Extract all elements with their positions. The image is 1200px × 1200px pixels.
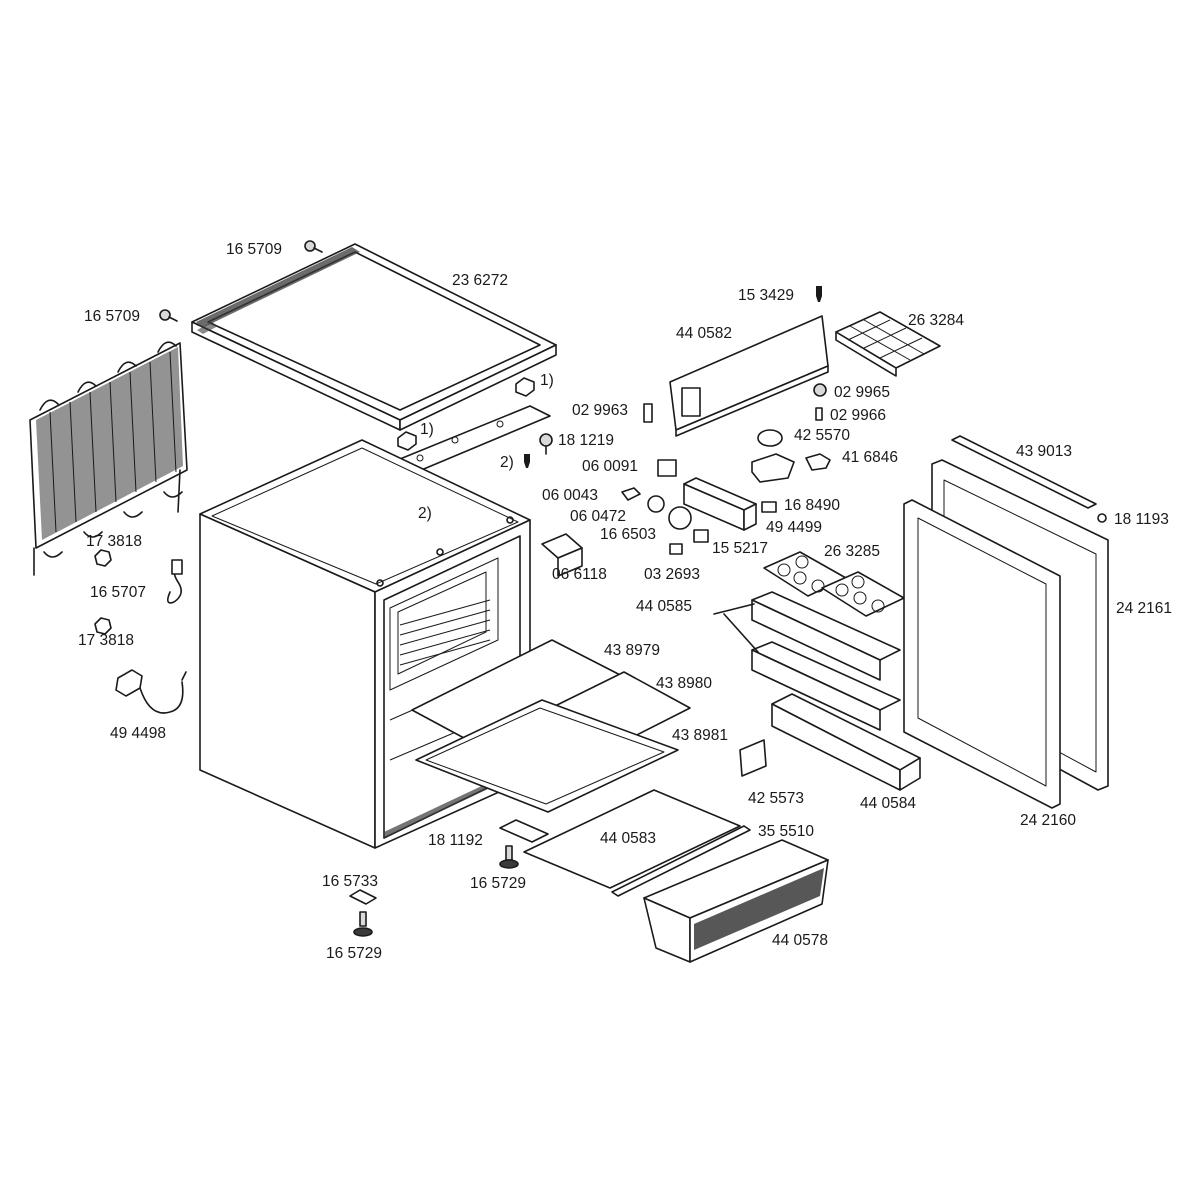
label-166503: 16 6503 [600, 526, 656, 543]
part-labels: 16 5709 23 6272 16 5709 1) 1) 18 1219 2)… [78, 241, 1172, 962]
rail-355510 [611, 825, 751, 897]
label-494498: 49 4498 [110, 725, 166, 742]
label-236272: 23 6272 [452, 272, 508, 289]
thermostat-housing-494499 [683, 477, 757, 531]
label-439013: 43 9013 [1016, 443, 1072, 460]
label-029963: 02 9963 [572, 402, 628, 419]
part-168490 [761, 501, 777, 513]
label-168490: 16 8490 [784, 497, 840, 514]
label-438981: 43 8981 [672, 727, 728, 744]
hinge-cap-1b [397, 431, 417, 451]
shelf-438981 [415, 699, 679, 813]
label-438980: 43 8980 [656, 675, 712, 692]
condenser-coil [29, 341, 188, 576]
label-355510: 35 5510 [758, 823, 814, 840]
label-494499: 49 4499 [766, 519, 822, 536]
bracket-181192 [499, 819, 549, 843]
foot-165729-a [499, 845, 519, 869]
top-panel [191, 243, 557, 431]
label-440582: 44 0582 [676, 325, 732, 342]
label-153429: 15 3429 [738, 287, 794, 304]
foot-165729-b [353, 911, 373, 937]
label-440578: 44 0578 [772, 932, 828, 949]
door-seal-439013 [951, 435, 1097, 509]
egg-tray-263285 [763, 551, 905, 617]
part-060091 [657, 459, 677, 477]
label-425573: 42 5573 [748, 790, 804, 807]
label-440583: 44 0583 [600, 830, 656, 847]
label-060043: 06 0043 [542, 487, 598, 504]
freezer-door-440582 [669, 315, 829, 437]
label-060472: 06 0472 [570, 508, 626, 525]
door-gasket-242160 [903, 499, 1061, 809]
screw-181193 [1097, 513, 1107, 523]
screw-181219 [539, 433, 553, 455]
label-165709-left: 16 5709 [84, 308, 140, 325]
label-165707: 16 5707 [90, 584, 146, 601]
part-060472 [647, 495, 665, 513]
power-cord-494498 [115, 669, 187, 714]
part-060043 [621, 487, 641, 501]
bracket-416846 [751, 453, 831, 483]
label-416846: 41 6846 [842, 449, 898, 466]
label-440585: 44 0585 [636, 598, 692, 615]
door-shelf-440585 [751, 591, 901, 731]
hinge-cap-1a [515, 377, 535, 397]
screw-left [159, 309, 178, 322]
cabinet [199, 439, 531, 849]
label-029966: 02 9966 [830, 407, 886, 424]
part-029963 [643, 403, 653, 423]
label-440584: 44 0584 [860, 795, 916, 812]
clip-173818-a [94, 549, 112, 567]
label-155217: 15 5217 [712, 540, 768, 557]
label-181192: 18 1192 [428, 832, 483, 849]
label-263284: 26 3284 [908, 312, 964, 329]
part-032693 [669, 543, 683, 555]
label-165729-b: 16 5729 [326, 945, 382, 962]
label-029965: 02 9965 [834, 384, 890, 401]
label-165733: 16 5733 [322, 873, 378, 890]
label-note-2b: 2) [418, 505, 432, 522]
label-066118: 06 6118 [552, 566, 607, 583]
label-242161: 24 2161 [1116, 600, 1172, 617]
label-173818-a: 17 3818 [86, 533, 142, 550]
part-029966 [815, 407, 823, 421]
label-173818-b: 17 3818 [78, 632, 134, 649]
label-438979: 43 8979 [604, 642, 660, 659]
glass-plate-440583 [523, 789, 741, 889]
bracket-165733 [349, 889, 377, 905]
ice-tray-263284 [835, 311, 941, 377]
pin-153429 [816, 286, 822, 302]
part-155217 [693, 529, 709, 543]
clip-425573 [739, 739, 767, 777]
label-032693: 03 2693 [644, 566, 700, 583]
screw-2a [524, 454, 530, 468]
label-242160: 24 2160 [1020, 812, 1076, 829]
cable-165707 [166, 559, 183, 604]
gasket-425570 [757, 429, 783, 447]
label-425570: 42 5570 [794, 427, 850, 444]
label-263285: 26 3285 [824, 543, 880, 560]
bottle-shelf-440584 [771, 693, 921, 791]
screw-top [304, 240, 323, 253]
label-181193: 18 1193 [1114, 511, 1169, 528]
bracket-066118 [541, 533, 583, 577]
label-060091: 06 0091 [582, 458, 638, 475]
crisper-drawer-440578 [643, 839, 829, 963]
clip-173818-b [94, 617, 112, 635]
label-181219: 18 1219 [558, 432, 614, 449]
label-note-2a: 2) [500, 454, 514, 471]
knob-166503 [668, 506, 692, 530]
label-note-1a: 1) [540, 372, 554, 389]
label-165709-top: 16 5709 [226, 241, 282, 258]
part-029965 [813, 383, 827, 397]
label-note-1b: 1) [420, 421, 434, 438]
leader-440585 [713, 603, 759, 653]
label-165729-a: 16 5729 [470, 875, 526, 892]
